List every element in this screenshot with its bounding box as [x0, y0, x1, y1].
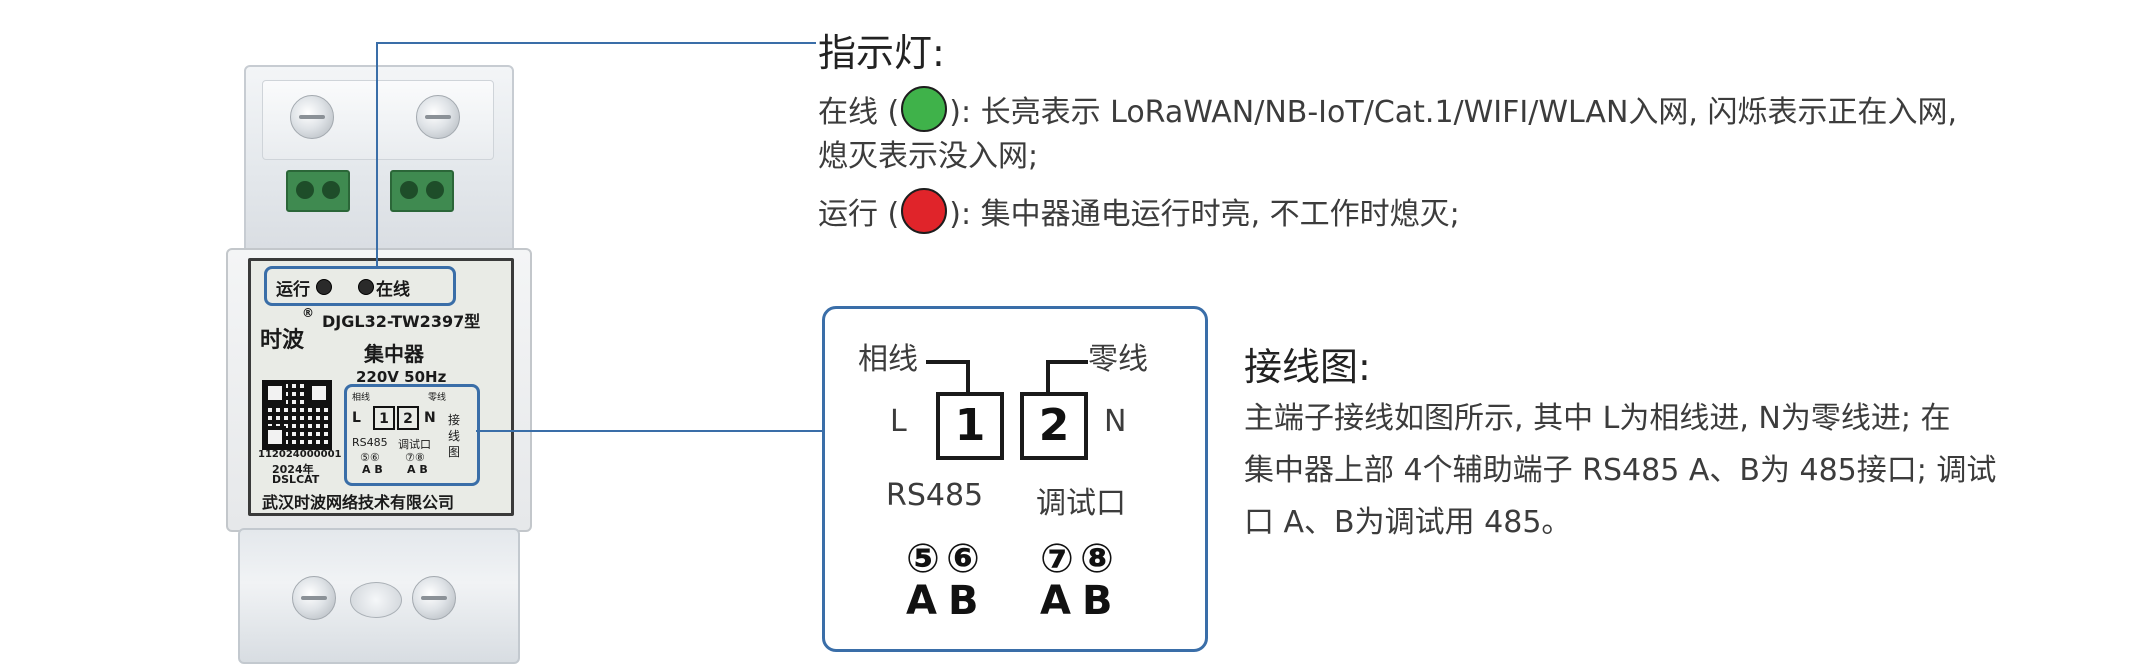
device-name: 集中器	[364, 342, 424, 366]
pin-5: ⑤	[906, 536, 940, 582]
diagram-line2: 集中器上部 4个辅助端子 RS485 A、B为 485接口; 调试	[1244, 453, 1997, 488]
mini-terminal-2: 2	[397, 406, 419, 430]
company-name: 武汉时波网络技术有限公司	[262, 493, 455, 512]
diagram-title: 接线图:	[1244, 345, 1371, 389]
run-led-red-icon	[901, 188, 948, 234]
wiring-phase-label: 相线	[858, 342, 918, 377]
led-highlight-box	[264, 266, 456, 306]
mini-terminal-1: 1	[373, 406, 395, 430]
connector-led-vertical	[376, 42, 378, 268]
wiring-N: N	[1104, 404, 1127, 439]
connector-wiring-horizontal	[476, 430, 824, 432]
mini-phase: 相线	[352, 393, 371, 403]
wire-neutral-v	[1046, 360, 1050, 396]
terminal-block-left	[286, 170, 350, 212]
mini-L: L	[352, 410, 361, 426]
online-led-green-icon	[901, 86, 948, 132]
wire-phase-v	[966, 360, 970, 396]
led-run-icon	[316, 279, 332, 295]
led-online-icon	[358, 279, 374, 295]
device-rating: 220V 50Hz	[356, 368, 447, 386]
led-run-label: 运行	[276, 280, 310, 300]
indicator-online-line2: 熄灭表示没入网;	[818, 139, 1039, 174]
wiring-debug: 调试口	[1036, 486, 1126, 521]
mini-pins-left: ⑤⑥	[360, 451, 380, 464]
screw-top-left	[290, 95, 334, 139]
mini-ab-right: A B	[407, 463, 428, 476]
terminal-1: 1	[936, 392, 1004, 460]
indicator-title: 指示灯:	[818, 31, 945, 75]
pin-7-letter: A	[1040, 578, 1071, 624]
diagram-line1: 主端子接线如图所示, 其中 L为相线进, N为零线进; 在	[1244, 401, 1951, 436]
device-serial: 112024000001	[258, 449, 342, 460]
pin-7: ⑦	[1040, 536, 1074, 582]
indicator-online-line: 在线 (): 长亮表示 LoRaWAN/NB-IoT/Cat.1/WIFI/WL…	[818, 86, 1957, 134]
device-year: 2024年	[272, 463, 314, 476]
mini-neutral: 零线	[428, 393, 447, 403]
mini-debug: 调试口	[398, 438, 431, 451]
diagram-line3: 口 A、B为调试用 485。	[1244, 505, 1572, 540]
screw-bottom-left	[292, 576, 336, 620]
registered-mark: ®	[302, 306, 314, 320]
wiring-diagram	[822, 306, 1208, 652]
mini-N: N	[424, 410, 436, 426]
mini-rs485: RS485	[352, 436, 388, 449]
wiring-rs485: RS485	[886, 478, 984, 513]
wire-neutral-h	[1046, 360, 1088, 364]
qr-code	[262, 380, 332, 450]
din-clip	[350, 582, 402, 618]
screw-bottom-right	[412, 576, 456, 620]
device-model: DJGL32-TW2397型	[322, 312, 481, 331]
brand-logo: 时波	[260, 328, 305, 353]
terminal-block-right	[390, 170, 454, 212]
mini-side-label: 接线图	[448, 413, 461, 459]
pin-8-letter: B	[1082, 578, 1113, 624]
terminal-2: 2	[1020, 392, 1088, 460]
wire-phase-h	[926, 360, 970, 364]
led-online-label: 在线	[376, 280, 410, 300]
mini-pins-right: ⑦⑧	[405, 451, 425, 464]
indicator-run-line: 运行 (): 集中器通电运行时亮, 不工作时熄灭;	[818, 188, 1460, 236]
pin-5-letter: A	[906, 578, 937, 624]
connector-led-horizontal	[376, 42, 816, 44]
mini-ab-left: A B	[362, 463, 383, 476]
wiring-highlight-box	[344, 384, 480, 486]
pin-6-letter: B	[948, 578, 979, 624]
pin-8: ⑧	[1080, 536, 1114, 582]
screw-top-right	[416, 95, 460, 139]
wiring-neutral-label: 零线	[1088, 342, 1148, 377]
wiring-L: L	[890, 404, 907, 439]
qr-caption: DSLCAT	[272, 473, 320, 486]
pin-6: ⑥	[946, 536, 980, 582]
